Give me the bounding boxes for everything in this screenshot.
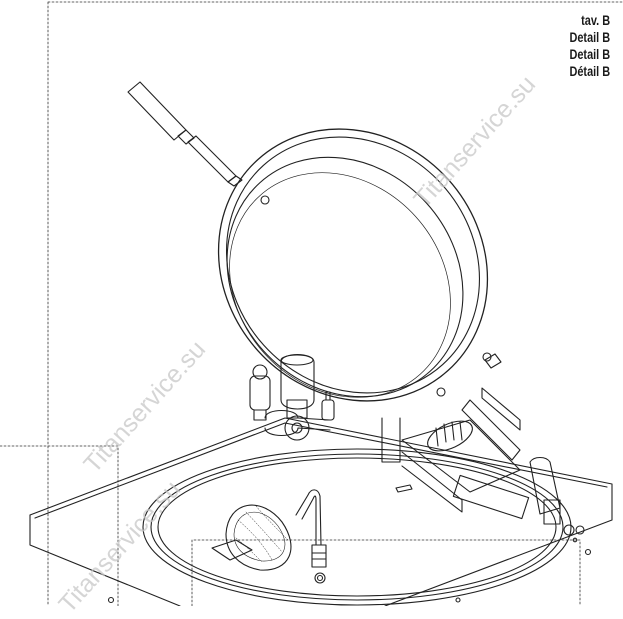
detail-label-german: Detail B bbox=[569, 46, 610, 62]
lid-hinge bbox=[381, 353, 585, 536]
detail-label-italian: tav. B bbox=[581, 12, 610, 28]
lid-handle bbox=[127, 81, 243, 187]
detail-label-french: Détail B bbox=[569, 63, 610, 79]
safety-valve-group bbox=[249, 353, 335, 441]
drain-tap bbox=[295, 489, 327, 568]
outer-detail-frame bbox=[47, 1, 623, 606]
strainer-basket bbox=[211, 504, 292, 571]
left-detail-frame bbox=[0, 445, 119, 606]
bottom-detail-frame bbox=[191, 539, 581, 606]
cabinet-top bbox=[29, 417, 613, 606]
detail-frames bbox=[0, 1, 623, 606]
pan-rim bbox=[142, 448, 572, 606]
detail-label-english: Detail B bbox=[569, 29, 610, 45]
kettle-lid bbox=[217, 128, 492, 402]
lid-assembly-drawing bbox=[0, 1, 623, 606]
